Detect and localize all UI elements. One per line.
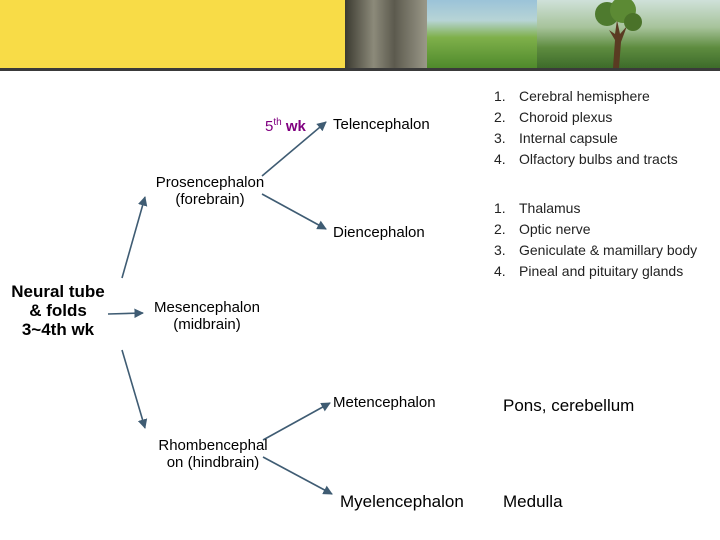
- prosencephalon-node: Prosencephalon (forebrain): [140, 174, 280, 208]
- arrow-to-myelencephalon: [262, 456, 333, 495]
- week-number: 5: [265, 118, 274, 135]
- list-item: 4.Olfactory bulbs and tracts: [494, 151, 678, 167]
- list-item: 1.Cerebral hemisphere: [494, 88, 650, 104]
- list-item: 2.Choroid plexus: [494, 109, 613, 125]
- prosencephalon-line-2: (forebrain): [175, 191, 245, 208]
- list-item: 3.Internal capsule: [494, 130, 618, 146]
- telencephalon-derivatives-list: 1.Cerebral hemisphere 2.Choroid plexus 3…: [494, 86, 678, 170]
- mesencephalon-line-2: (midbrain): [173, 316, 241, 333]
- rhombencephalon-node: Rhombencephal on (hindbrain): [145, 437, 281, 471]
- week-ordinal: th: [273, 117, 282, 128]
- list-item: 4.Pineal and pituitary glands: [494, 263, 684, 279]
- tree-illustration: [595, 0, 642, 68]
- metencephalon-outcome: Pons, cerebellum: [503, 396, 635, 415]
- neural-tube-line-2: & folds: [29, 301, 87, 320]
- mesencephalon-node: Mesencephalon (midbrain): [140, 299, 274, 333]
- header-photo-hills: [427, 0, 537, 68]
- myelencephalon-outcome: Medulla: [503, 492, 563, 511]
- arrow-to-prosencephalon: [121, 196, 148, 279]
- rhombencephalon-line-1: Rhombencephal: [158, 437, 268, 454]
- neural-tube-node: Neural tube & folds 3~4th wk: [2, 282, 114, 339]
- metencephalon-node: Metencephalon: [333, 394, 436, 411]
- header-photo-rock: [345, 0, 427, 68]
- prosencephalon-line-1: Prosencephalon: [155, 174, 265, 191]
- neural-tube-line-1: Neural tube: [11, 282, 105, 301]
- myelencephalon-node: Myelencephalon: [340, 492, 464, 511]
- rhombencephalon-line-2: on (hindbrain): [166, 454, 260, 471]
- week-marker: 5th wk: [265, 114, 306, 135]
- week-unit: wk: [281, 118, 306, 135]
- diencephalon-node: Diencephalon: [333, 224, 425, 241]
- arrow-to-diencephalon: [261, 193, 327, 230]
- arrow-to-metencephalon: [262, 402, 331, 441]
- arrow-to-telencephalon: [261, 121, 327, 177]
- list-item: 1.Thalamus: [494, 200, 581, 216]
- list-item: 2.Optic nerve: [494, 221, 591, 237]
- neural-tube-line-3: 3~4th wk: [21, 320, 95, 339]
- list-item: 3.Geniculate & mamillary body: [494, 242, 698, 258]
- diencephalon-derivatives-list: 1.Thalamus 2.Optic nerve 3.Geniculate & …: [494, 198, 697, 282]
- mesencephalon-line-1: Mesencephalon: [154, 299, 260, 316]
- telencephalon-node: Telencephalon: [333, 116, 430, 133]
- header-rule: [0, 68, 720, 71]
- arrow-to-rhombencephalon: [121, 349, 148, 429]
- arrow-to-mesencephalon: [107, 308, 144, 319]
